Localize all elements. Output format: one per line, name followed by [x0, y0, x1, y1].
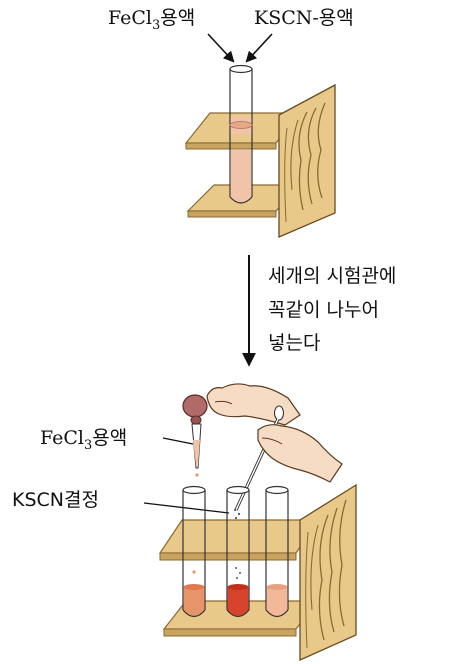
- test-tube-1: [182, 485, 206, 618]
- test-tube-rack-top: [184, 64, 336, 238]
- crystal-label: KSCN결정: [12, 489, 99, 511]
- test-tube-3: [265, 485, 289, 618]
- instruction-line-2: 꼭같이 나누어: [268, 299, 379, 321]
- test-tube-rack-bottom: [158, 483, 357, 662]
- dropper: [182, 394, 208, 477]
- dropper-label: FeCl3용액: [40, 427, 127, 453]
- arrow-left-reagent: [207, 33, 235, 63]
- reagent-label-fecl3: FeCl3용액: [108, 7, 195, 33]
- reagent-label-kscn: KSCN-용액: [254, 7, 354, 29]
- arrow-right-reagent: [245, 33, 273, 63]
- right-hand: [257, 424, 343, 483]
- left-hand: [206, 383, 301, 426]
- crystal-label-pointer: [143, 502, 230, 514]
- instruction-line-1: 세개의 시험관에: [268, 265, 396, 287]
- instruction-line-3: 넣는다: [268, 332, 320, 354]
- dropper-label-pointer: [162, 437, 194, 445]
- test-tube-2: [226, 485, 250, 618]
- test-tube-top: [229, 64, 253, 204]
